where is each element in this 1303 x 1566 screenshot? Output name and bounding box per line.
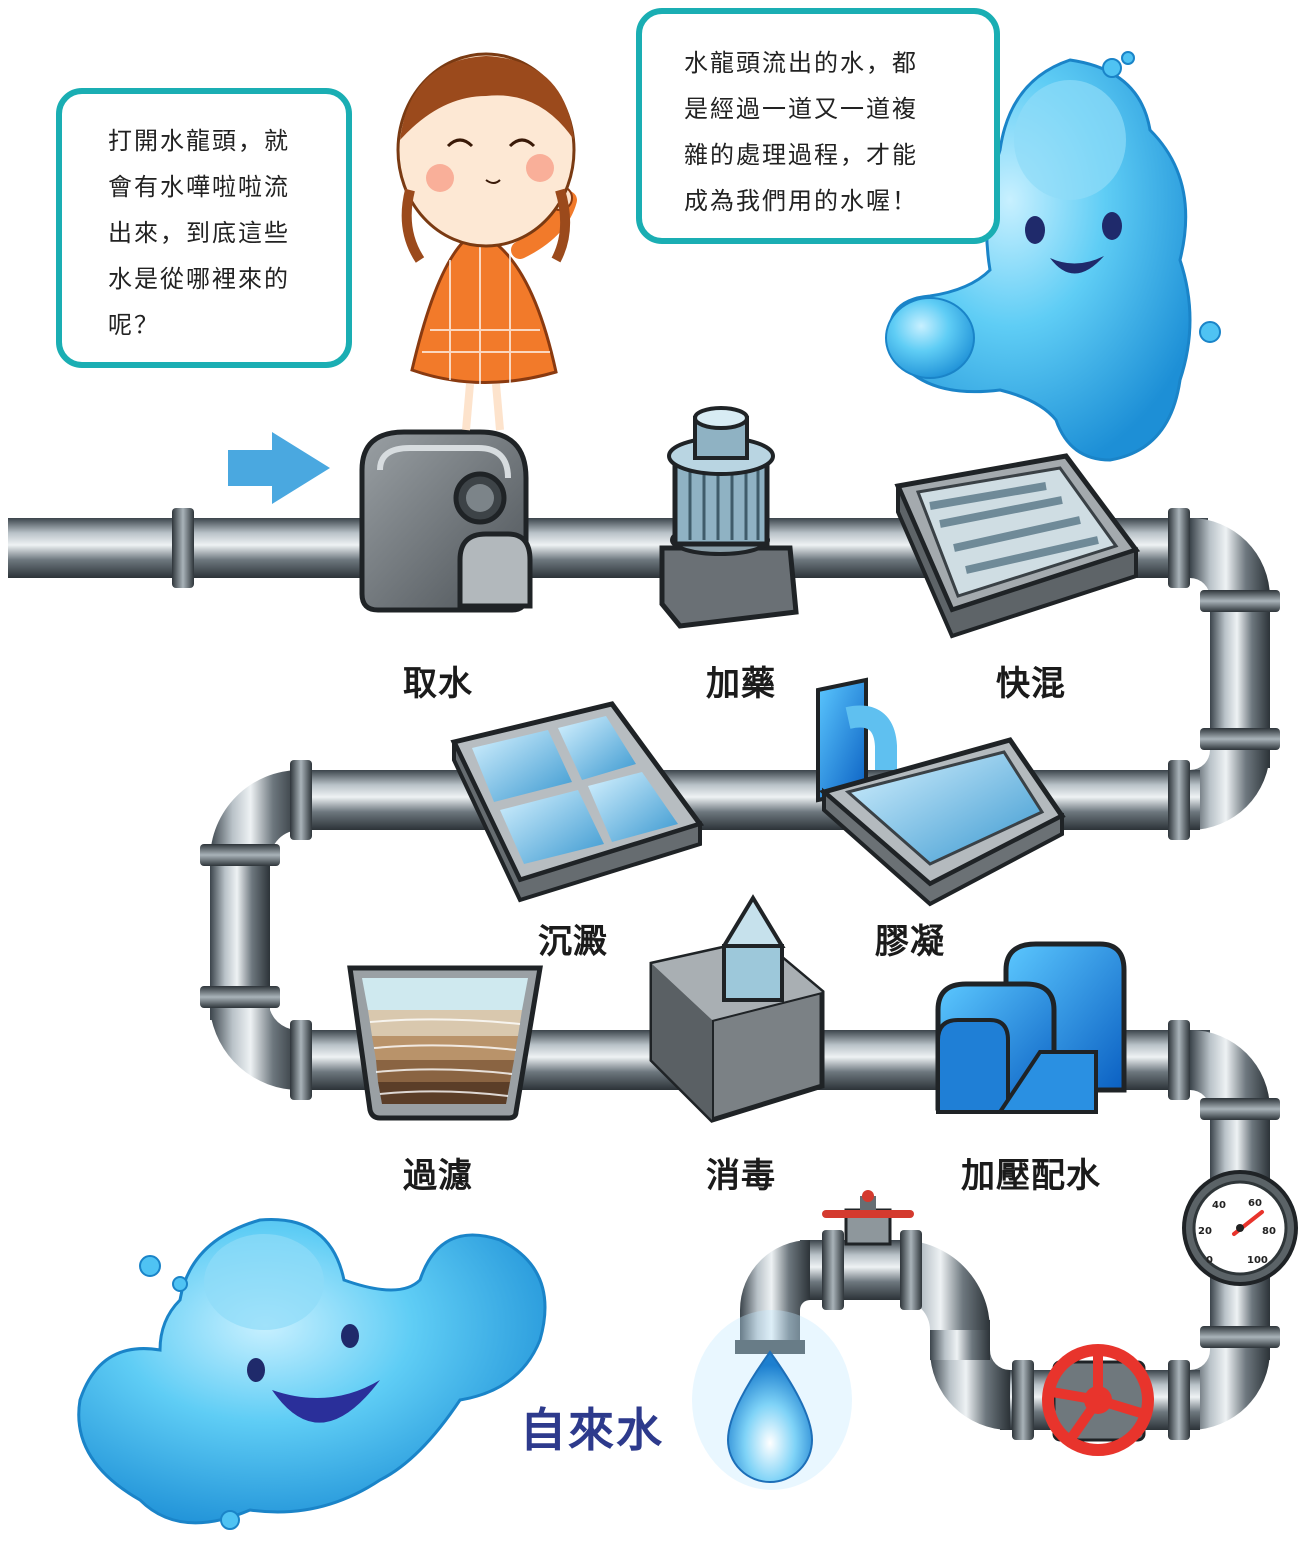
tap-handle-icon: [822, 1190, 914, 1246]
girl-speech-text: 打開水龍頭，就 會有水嘩啦啦流 出來，到底這些 水是從哪裡來的 呢？: [108, 127, 290, 339]
stage-label-distribution: 加壓配水: [961, 1156, 1101, 1196]
stage-label-filtration: 過濾: [403, 1156, 473, 1196]
disinfection-tank-icon: [649, 894, 825, 1123]
gauge-tick-0: 0: [1206, 1255, 1213, 1266]
pipe-elbow-right-last: [1190, 1340, 1270, 1430]
stage-label-disinfection: 消毒: [706, 1156, 776, 1196]
pipe-spout: [740, 1240, 810, 1350]
gauge-tick-20: 20: [1198, 1226, 1212, 1237]
stage-label-rapid-mix: 快混: [996, 664, 1066, 704]
stage-label-sedimentation: 沉澱: [538, 922, 608, 962]
water-mascot-top: [885, 51, 1221, 462]
stage-label-intake: 取水: [403, 664, 473, 704]
intake-building-icon: [359, 429, 533, 613]
pipe-tap-top: [800, 1240, 910, 1300]
gauge-tick-60: 60: [1248, 1198, 1262, 1209]
pump-station-icon: [935, 941, 1127, 1114]
pipe-flanges: [172, 508, 1280, 1440]
stage-label-flocculation: 膠凝: [875, 922, 945, 962]
gauge-tick-80: 80: [1262, 1226, 1276, 1237]
girl-speech-bubble: 打開水龍頭，就 會有水嘩啦啦流 出來，到底這些 水是從哪裡來的 呢？: [56, 88, 352, 368]
flocculation-tank-icon: [816, 677, 1066, 907]
flow-arrow-icon: [228, 432, 330, 504]
pipe-elbow-tap-high: [900, 1240, 990, 1330]
water-mascot-bottom: [77, 1218, 547, 1530]
stage-label-dosing: 加藥: [706, 664, 776, 704]
rapid-mix-basin-icon: [894, 453, 1141, 639]
pressure-gauge-icon: 0 20 40 60 80 100: [1182, 1170, 1298, 1286]
spout-lip: [735, 1340, 805, 1354]
gauge-tick-40: 40: [1212, 1200, 1226, 1211]
valve-wheel-icon: [1042, 1344, 1154, 1456]
pipe-elbow-right-mid: [1190, 740, 1270, 830]
sedimentation-basin-icon: [450, 701, 705, 903]
pipe-elbow-left-bottom: [210, 1000, 300, 1091]
pipe-elbow-tap-low: [930, 1350, 1010, 1430]
droplet-speech-bubble: 水龍頭流出的水，都 是經過一道又一道複 雜的處理過程，才能 成為我們用的水喔！: [636, 8, 1000, 244]
water-drop-icon: [692, 1310, 852, 1490]
droplet-speech-text: 水龍頭流出的水，都 是經過一道又一道複 雜的處理過程，才能 成為我們用的水喔！: [684, 49, 918, 215]
filtration-tank-icon: [347, 965, 543, 1121]
chemical-tank-icon: [659, 406, 799, 629]
gauge-tick-100: 100: [1247, 1255, 1268, 1266]
tap-water-brand: 自來水: [519, 1402, 664, 1459]
girl-character: [396, 52, 577, 431]
